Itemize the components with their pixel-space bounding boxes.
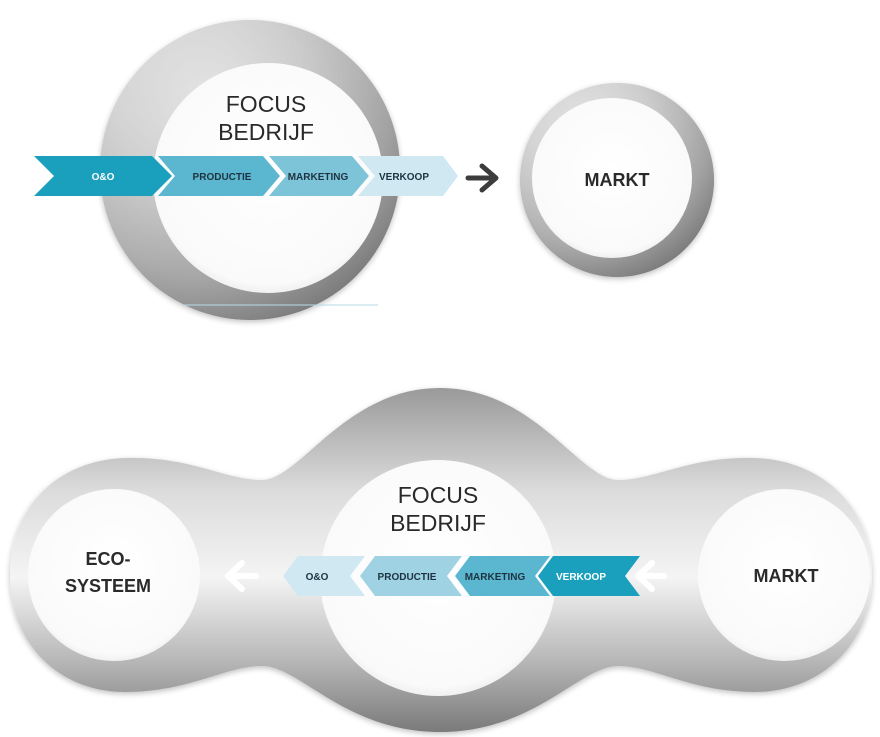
bottom-chain-step-marketing (455, 556, 550, 596)
arrow-left-icon-market (635, 560, 667, 592)
bottom-ecosystem-label-line2: SYSTEEM (65, 576, 151, 596)
bottom-chain-label-verkoop: VERKOOP (556, 572, 606, 583)
top-market-label: MARKT (585, 170, 650, 190)
top-chain-label-oo: O&O (92, 172, 115, 183)
top-diagram: FOCUS BEDRIJF O&O PRODUCTIE MARKETING VE… (34, 20, 714, 320)
arrow-right-icon (465, 163, 499, 193)
bottom-chain-step-productie (360, 556, 462, 596)
bottom-company-title-line2: BEDRIJF (390, 510, 486, 536)
top-chain-step-productie (158, 156, 280, 196)
top-chain-step-marketing (269, 156, 369, 196)
top-company-title-line1: FOCUS (226, 91, 307, 117)
bottom-company-title-line1: FOCUS (398, 482, 479, 508)
bottom-chain-label-oo: O&O (306, 572, 329, 583)
bottom-chain-step-oo (283, 556, 365, 596)
top-chain-label-productie: PRODUCTIE (193, 172, 252, 183)
bottom-ecosystem-label-line1: ECO- (86, 549, 131, 569)
top-chain-label-verkoop: VERKOOP (379, 172, 429, 183)
arrow-left-icon (225, 560, 259, 592)
top-market-ring (520, 83, 714, 277)
top-chain-label-marketing: MARKETING (288, 172, 349, 183)
bottom-market-circle (698, 489, 870, 661)
bottom-diagram: FOCUS BEDRIJF ECO- SYSTEEM MARKT O&O PRO… (10, 388, 872, 732)
top-chain-step-oo (34, 156, 172, 196)
bottom-chain-label-productie: PRODUCTIE (378, 572, 437, 583)
top-value-chain: O&O PRODUCTIE MARKETING VERKOOP (34, 156, 458, 196)
top-chain-step-verkoop (358, 156, 458, 196)
top-company-title-line2: BEDRIJF (218, 119, 314, 145)
bottom-chain-label-marketing: MARKETING (465, 572, 526, 583)
bottom-ecosystem-circle (28, 489, 200, 661)
bottom-market-label: MARKT (754, 566, 819, 586)
bottom-value-chain: O&O PRODUCTIE MARKETING VERKOOP (283, 556, 640, 596)
bottom-chain-step-verkoop (538, 556, 640, 596)
